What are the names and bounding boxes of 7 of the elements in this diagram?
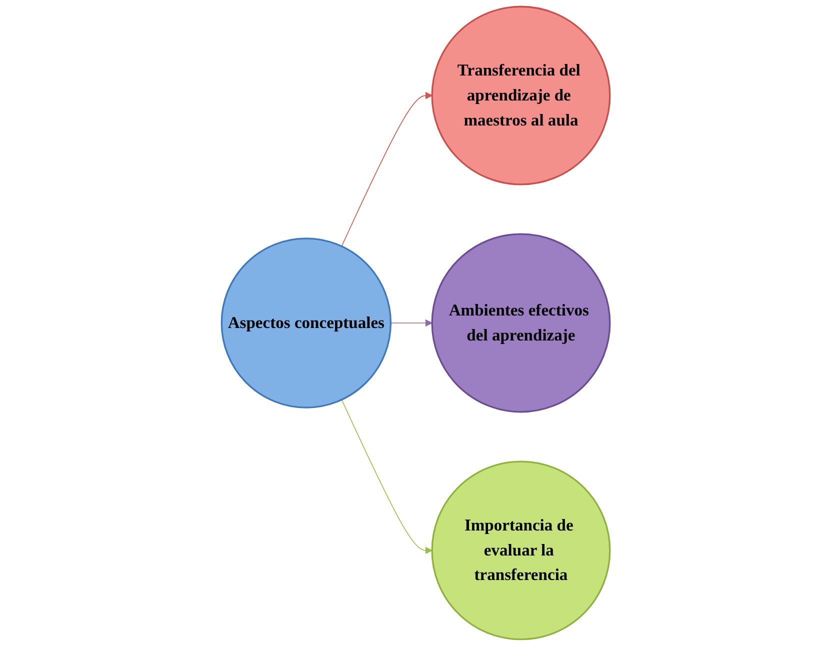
arrow <box>390 319 433 327</box>
arrow <box>341 399 433 554</box>
node-circle: Aspectos conceptuales <box>221 238 392 408</box>
node-circle: Transferencia del aprendizaje de maestros al aula <box>431 6 611 186</box>
node-circle: Importancia de evaluar la transferencia <box>431 460 611 640</box>
arrow <box>341 92 433 247</box>
node-circle: Ambientes efectivos del aprendizaje <box>431 233 611 413</box>
